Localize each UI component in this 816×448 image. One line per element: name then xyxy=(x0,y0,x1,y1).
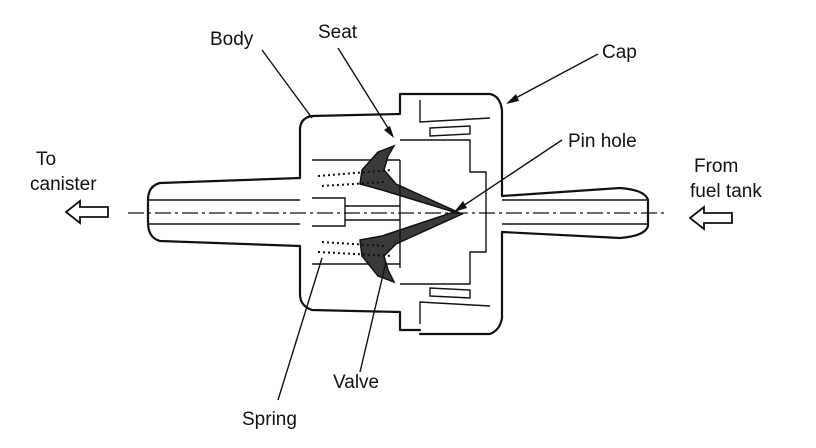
label-pin-hole: Pin hole xyxy=(568,131,637,152)
leader-lines xyxy=(261,47,599,401)
label-body: Body xyxy=(210,29,254,50)
hollow-arrow-left-icon xyxy=(64,199,109,225)
label-valve: Valve xyxy=(333,372,379,393)
label-cap: Cap xyxy=(602,42,637,63)
label-seat: Seat xyxy=(318,22,358,43)
spring xyxy=(317,169,393,257)
label-from-fuel-tank-line1: From xyxy=(694,156,738,177)
label-from-fuel-tank-line2: fuel tank xyxy=(690,181,762,202)
valve-body xyxy=(298,92,422,332)
cap xyxy=(400,92,650,336)
label-to-canister-line2: canister xyxy=(30,174,97,195)
label-spring: Spring xyxy=(242,409,297,430)
hollow-arrow-left-icon xyxy=(688,205,733,231)
label-to-canister-line1: To xyxy=(36,149,56,170)
outlet-tube xyxy=(146,176,302,248)
valve-element xyxy=(345,144,464,284)
